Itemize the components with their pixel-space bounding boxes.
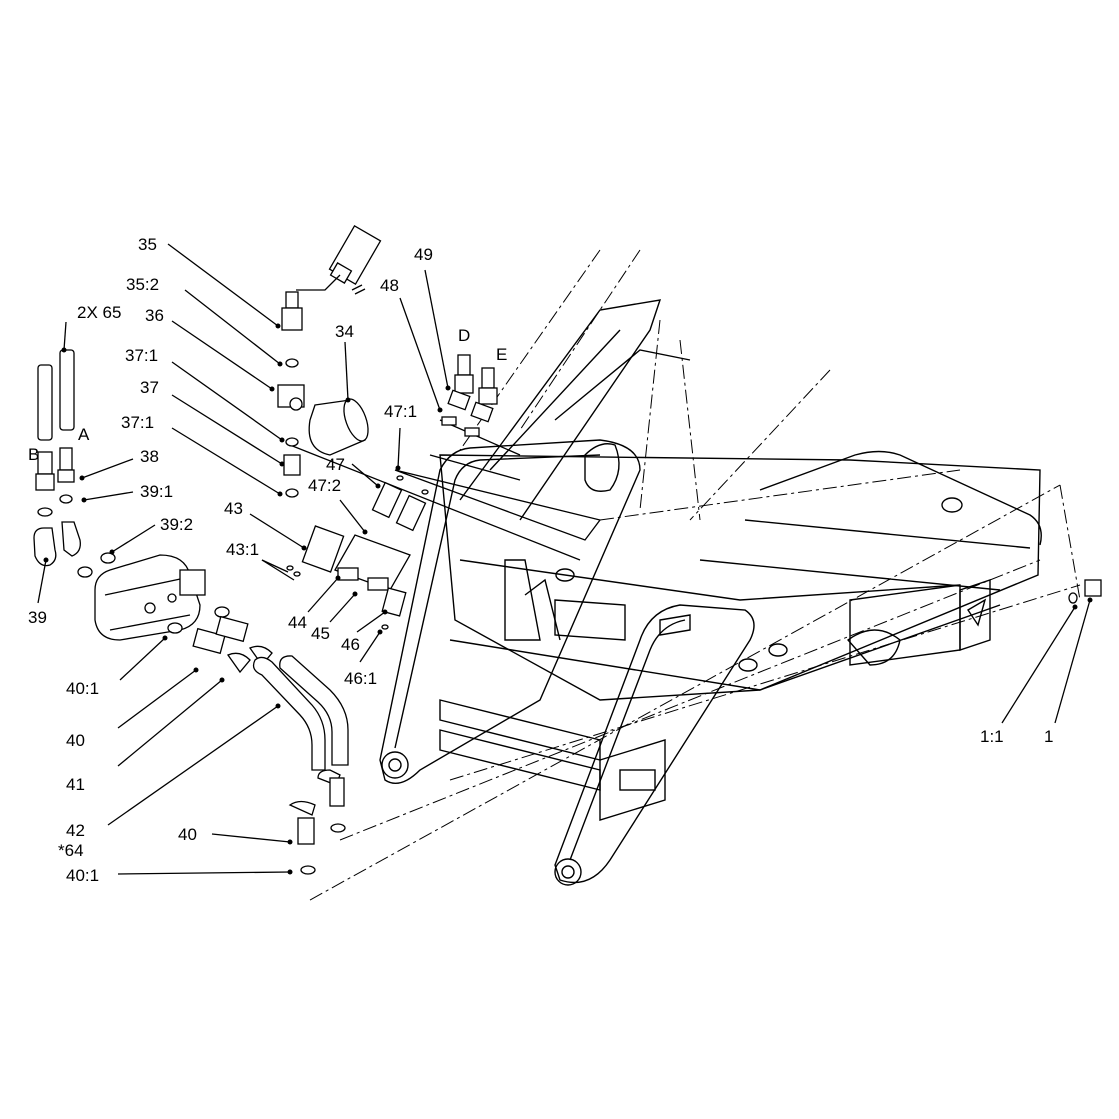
callout-49: 49 bbox=[414, 245, 433, 264]
callout-36: 36 bbox=[145, 306, 164, 325]
callout-43-1: 43:1 bbox=[226, 540, 259, 559]
callout-E: E bbox=[496, 345, 507, 364]
loader-frame-drawing bbox=[289, 249, 1081, 901]
callout-42: 42 bbox=[66, 821, 85, 840]
callout-47: 47 bbox=[326, 455, 345, 474]
callout-38: 38 bbox=[140, 447, 159, 466]
callout-labels: 35 35:2 36 34 37:1 37 37:1 2X 65 A B 38 … bbox=[28, 235, 1053, 885]
callout-47-1: 47:1 bbox=[384, 402, 417, 421]
callout-35-2: 35:2 bbox=[126, 275, 159, 294]
callout-40b: 40 bbox=[178, 825, 197, 844]
callout-40a: 40 bbox=[66, 731, 85, 750]
callout-39: 39 bbox=[28, 608, 47, 627]
callout-1: 1 bbox=[1044, 727, 1053, 746]
callout-1-1: 1:1 bbox=[980, 727, 1004, 746]
callout-35: 35 bbox=[138, 235, 157, 254]
callout-64: *64 bbox=[58, 841, 84, 860]
callout-D: D bbox=[458, 326, 470, 345]
callout-39-2: 39:2 bbox=[160, 515, 193, 534]
callout-39-1: 39:1 bbox=[140, 482, 173, 501]
leader-lines bbox=[37, 243, 1093, 875]
callout-41: 41 bbox=[66, 775, 85, 794]
hydraulic-parts bbox=[33, 224, 1102, 875]
callout-40-1a: 40:1 bbox=[66, 679, 99, 698]
callout-46: 46 bbox=[341, 635, 360, 654]
callout-44: 44 bbox=[288, 613, 307, 632]
callout-34: 34 bbox=[335, 322, 354, 341]
callout-40-1b: 40:1 bbox=[66, 866, 99, 885]
callout-48: 48 bbox=[380, 276, 399, 295]
callout-37-1a: 37:1 bbox=[125, 346, 158, 365]
callout-37-1b: 37:1 bbox=[121, 413, 154, 432]
callout-37: 37 bbox=[140, 378, 159, 397]
callout-B: B bbox=[28, 445, 39, 464]
callout-43: 43 bbox=[224, 499, 243, 518]
callout-45: 45 bbox=[311, 624, 330, 643]
callout-2x65: 2X 65 bbox=[77, 303, 121, 322]
callout-47-2: 47:2 bbox=[308, 476, 341, 495]
callout-A: A bbox=[78, 425, 90, 444]
callout-46-1: 46:1 bbox=[344, 669, 377, 688]
